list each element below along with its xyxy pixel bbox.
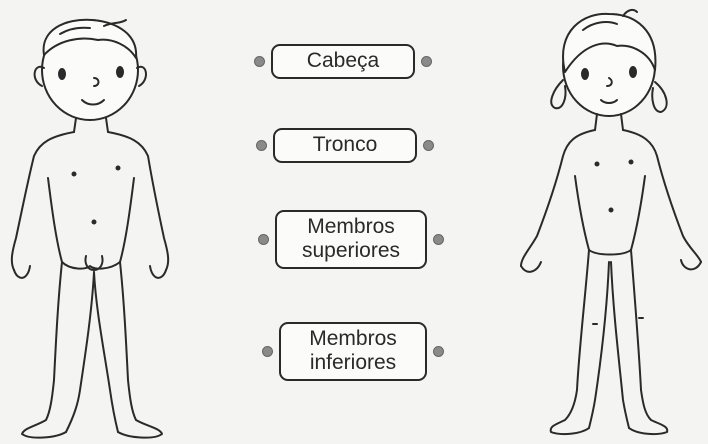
label-text-line-2: inferiores bbox=[309, 351, 397, 375]
label-text-line-1: Membros bbox=[307, 215, 395, 238]
label-box-trunk: Tronco bbox=[273, 128, 417, 164]
label-box-upper-limbs: Membros superiores bbox=[275, 210, 427, 270]
girl-body-outline-icon bbox=[520, 8, 702, 436]
left-connector-dot[interactable] bbox=[254, 56, 265, 68]
right-connector-dot[interactable] bbox=[423, 140, 434, 152]
label-text: Tronco bbox=[312, 133, 378, 156]
left-connector-dot[interactable] bbox=[256, 140, 267, 152]
right-connector-dot[interactable] bbox=[433, 346, 444, 358]
boy-body-outline-icon bbox=[10, 18, 170, 439]
label-row-trunk: Tronco bbox=[256, 128, 434, 164]
right-connector-dot[interactable] bbox=[421, 56, 432, 68]
left-connector-dot[interactable] bbox=[258, 234, 269, 246]
girl-figure bbox=[505, 0, 708, 444]
left-connector-dot[interactable] bbox=[262, 346, 273, 358]
label-box-head: Cabeça bbox=[271, 44, 415, 80]
label-row-upper-limbs: Membros superiores bbox=[258, 210, 444, 270]
label-text-line-1: Membros bbox=[309, 327, 397, 350]
label-text: Cabeça bbox=[306, 49, 380, 72]
right-connector-dot[interactable] bbox=[433, 234, 444, 246]
label-row-head: Cabeça bbox=[254, 44, 432, 80]
label-text-line-2: superiores bbox=[301, 239, 401, 263]
label-box-lower-limbs: Membros inferiores bbox=[279, 322, 427, 382]
label-row-lower-limbs: Membros inferiores bbox=[262, 322, 444, 382]
boy-figure bbox=[0, 0, 200, 444]
